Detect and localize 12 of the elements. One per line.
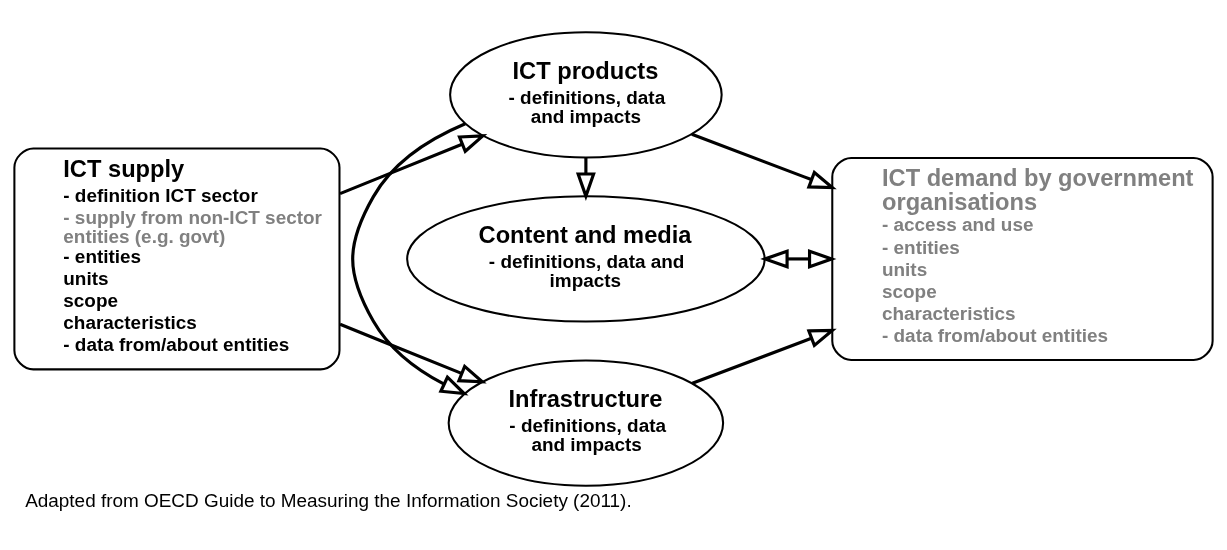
node-ellipse: Infrastructure - definitions, data and impacts <box>447 358 725 487</box>
arrow <box>339 322 487 384</box>
arrow <box>351 121 469 396</box>
node-ellipse: Content and media - definitions, data and impacts <box>406 194 766 323</box>
node-box: ICT demand by government organisations - access and use - entities units scope characteristics - data from/about entities <box>831 156 1214 361</box>
arrow <box>760 248 837 269</box>
caption: Adapted from OECD Guide to Measuring the Information Society (2011). <box>25 489 632 511</box>
arrow <box>691 132 837 189</box>
node-box: ICT supply - definition ICT sector - supply from non-ICT sector entities (e.g. govt) - entities units scope characteristics - data from/about entities <box>13 146 341 370</box>
arrow <box>339 133 488 195</box>
node-ellipse: ICT products - definitions, data and impacts <box>449 30 723 158</box>
arrow <box>691 328 837 385</box>
